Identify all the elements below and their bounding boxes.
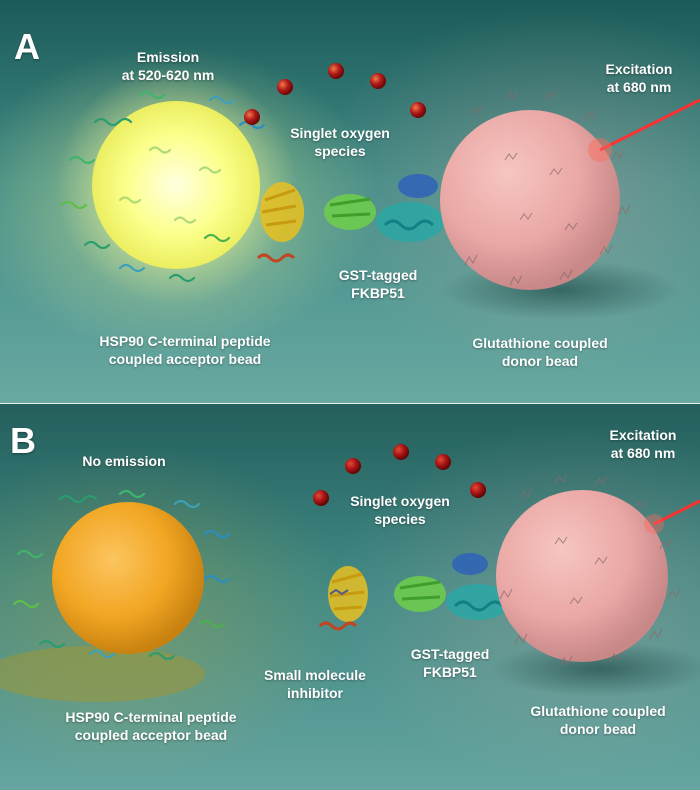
acceptor-bead-label: HSP90 C-terminal peptide coupled accepto… bbox=[36, 708, 266, 744]
donor-bead-label: Glutathione coupled donor bead bbox=[508, 702, 688, 738]
acceptor-bead-dark bbox=[52, 502, 204, 654]
excitation-laser bbox=[653, 499, 700, 526]
excitation-label: Excitation at 680 nm bbox=[590, 426, 696, 462]
glutathione-groups bbox=[499, 473, 681, 667]
acceptor-line-1: HSP90 C-terminal peptide bbox=[99, 333, 271, 349]
inhibitor-label: Small molecule inhibitor bbox=[250, 666, 380, 702]
gst-line-2: FKBP51 bbox=[423, 664, 477, 680]
acceptor-line-2: coupled acceptor bead bbox=[74, 727, 228, 743]
donor-bead bbox=[440, 110, 620, 290]
donor-line-1: Glutathione coupled bbox=[472, 335, 608, 351]
acceptor-bead-label: HSP90 C-terminal peptide coupled accepto… bbox=[70, 332, 300, 368]
gst-fkbp51-label: GST-tagged FKBP51 bbox=[400, 645, 500, 681]
emission-line-1: Emission bbox=[136, 49, 200, 65]
no-emission-label: No emission bbox=[82, 453, 166, 469]
protein-complex bbox=[256, 174, 444, 263]
panel-letter: B bbox=[10, 420, 36, 461]
panel-a: A Emission at 520-620 nm Excitation at 6… bbox=[0, 0, 700, 403]
laser-spot bbox=[588, 138, 612, 162]
gst-line-1: GST-tagged bbox=[338, 267, 418, 283]
glutathione-groups bbox=[464, 89, 631, 286]
excitation-line-1: Excitation bbox=[609, 427, 677, 443]
excitation-line-2: at 680 nm bbox=[606, 79, 672, 95]
singlet-oxygen-spheres bbox=[313, 444, 486, 506]
emission-line-2: at 520-620 nm bbox=[121, 67, 215, 83]
peptide-helices bbox=[12, 489, 231, 661]
donor-bead-shadow bbox=[490, 641, 700, 697]
acceptor-bead-shadow bbox=[0, 646, 205, 702]
singlet-oxygen-line-1: Singlet oxygen bbox=[350, 493, 450, 509]
singlet-oxygen-line-1: Singlet oxygen bbox=[290, 125, 390, 141]
gst-fkbp51-protein bbox=[394, 553, 510, 620]
emission-label: Emission at 520-620 nm bbox=[103, 48, 233, 84]
panel-letter: A bbox=[14, 26, 40, 67]
donor-line-2: donor bead bbox=[501, 353, 579, 369]
excitation-laser bbox=[599, 98, 700, 152]
excitation-line-2: at 680 nm bbox=[610, 445, 676, 461]
singlet-oxygen-spheres bbox=[244, 63, 426, 125]
donor-line-1: Glutathione coupled bbox=[530, 703, 666, 719]
panel-a-illustration bbox=[56, 63, 700, 320]
donor-bead bbox=[496, 490, 668, 662]
singlet-oxygen-line-2: species bbox=[374, 511, 426, 527]
singlet-oxygen-label: Singlet oxygen species bbox=[330, 492, 470, 528]
donor-line-2: donor bead bbox=[559, 721, 637, 737]
acceptor-bead-bright bbox=[92, 101, 260, 269]
gst-line-2: FKBP51 bbox=[351, 285, 405, 301]
acceptor-line-1: HSP90 C-terminal peptide bbox=[65, 709, 237, 725]
inhibitor-line-2: inhibitor bbox=[287, 685, 343, 701]
singlet-oxygen-line-2: species bbox=[314, 143, 366, 159]
singlet-oxygen-label: Singlet oxygen species bbox=[270, 124, 410, 160]
peptide-helices bbox=[60, 90, 266, 283]
gst-fkbp51-label: GST-tagged FKBP51 bbox=[328, 266, 428, 302]
excitation-line-1: Excitation bbox=[605, 61, 673, 77]
acceptor-line-2: coupled acceptor bead bbox=[108, 351, 262, 367]
inhibitor-line-1: Small molecule bbox=[264, 667, 366, 683]
excitation-label: Excitation at 680 nm bbox=[588, 60, 690, 96]
donor-bead-label: Glutathione coupled donor bead bbox=[450, 334, 630, 370]
gst-line-1: GST-tagged bbox=[410, 646, 490, 662]
inhibitor-bound-peptide bbox=[318, 566, 368, 631]
panel-b: B No emission Excitation at 680 nm Singl… bbox=[0, 404, 700, 790]
panel-b-illustration bbox=[0, 444, 700, 702]
laser-spot bbox=[644, 514, 664, 534]
